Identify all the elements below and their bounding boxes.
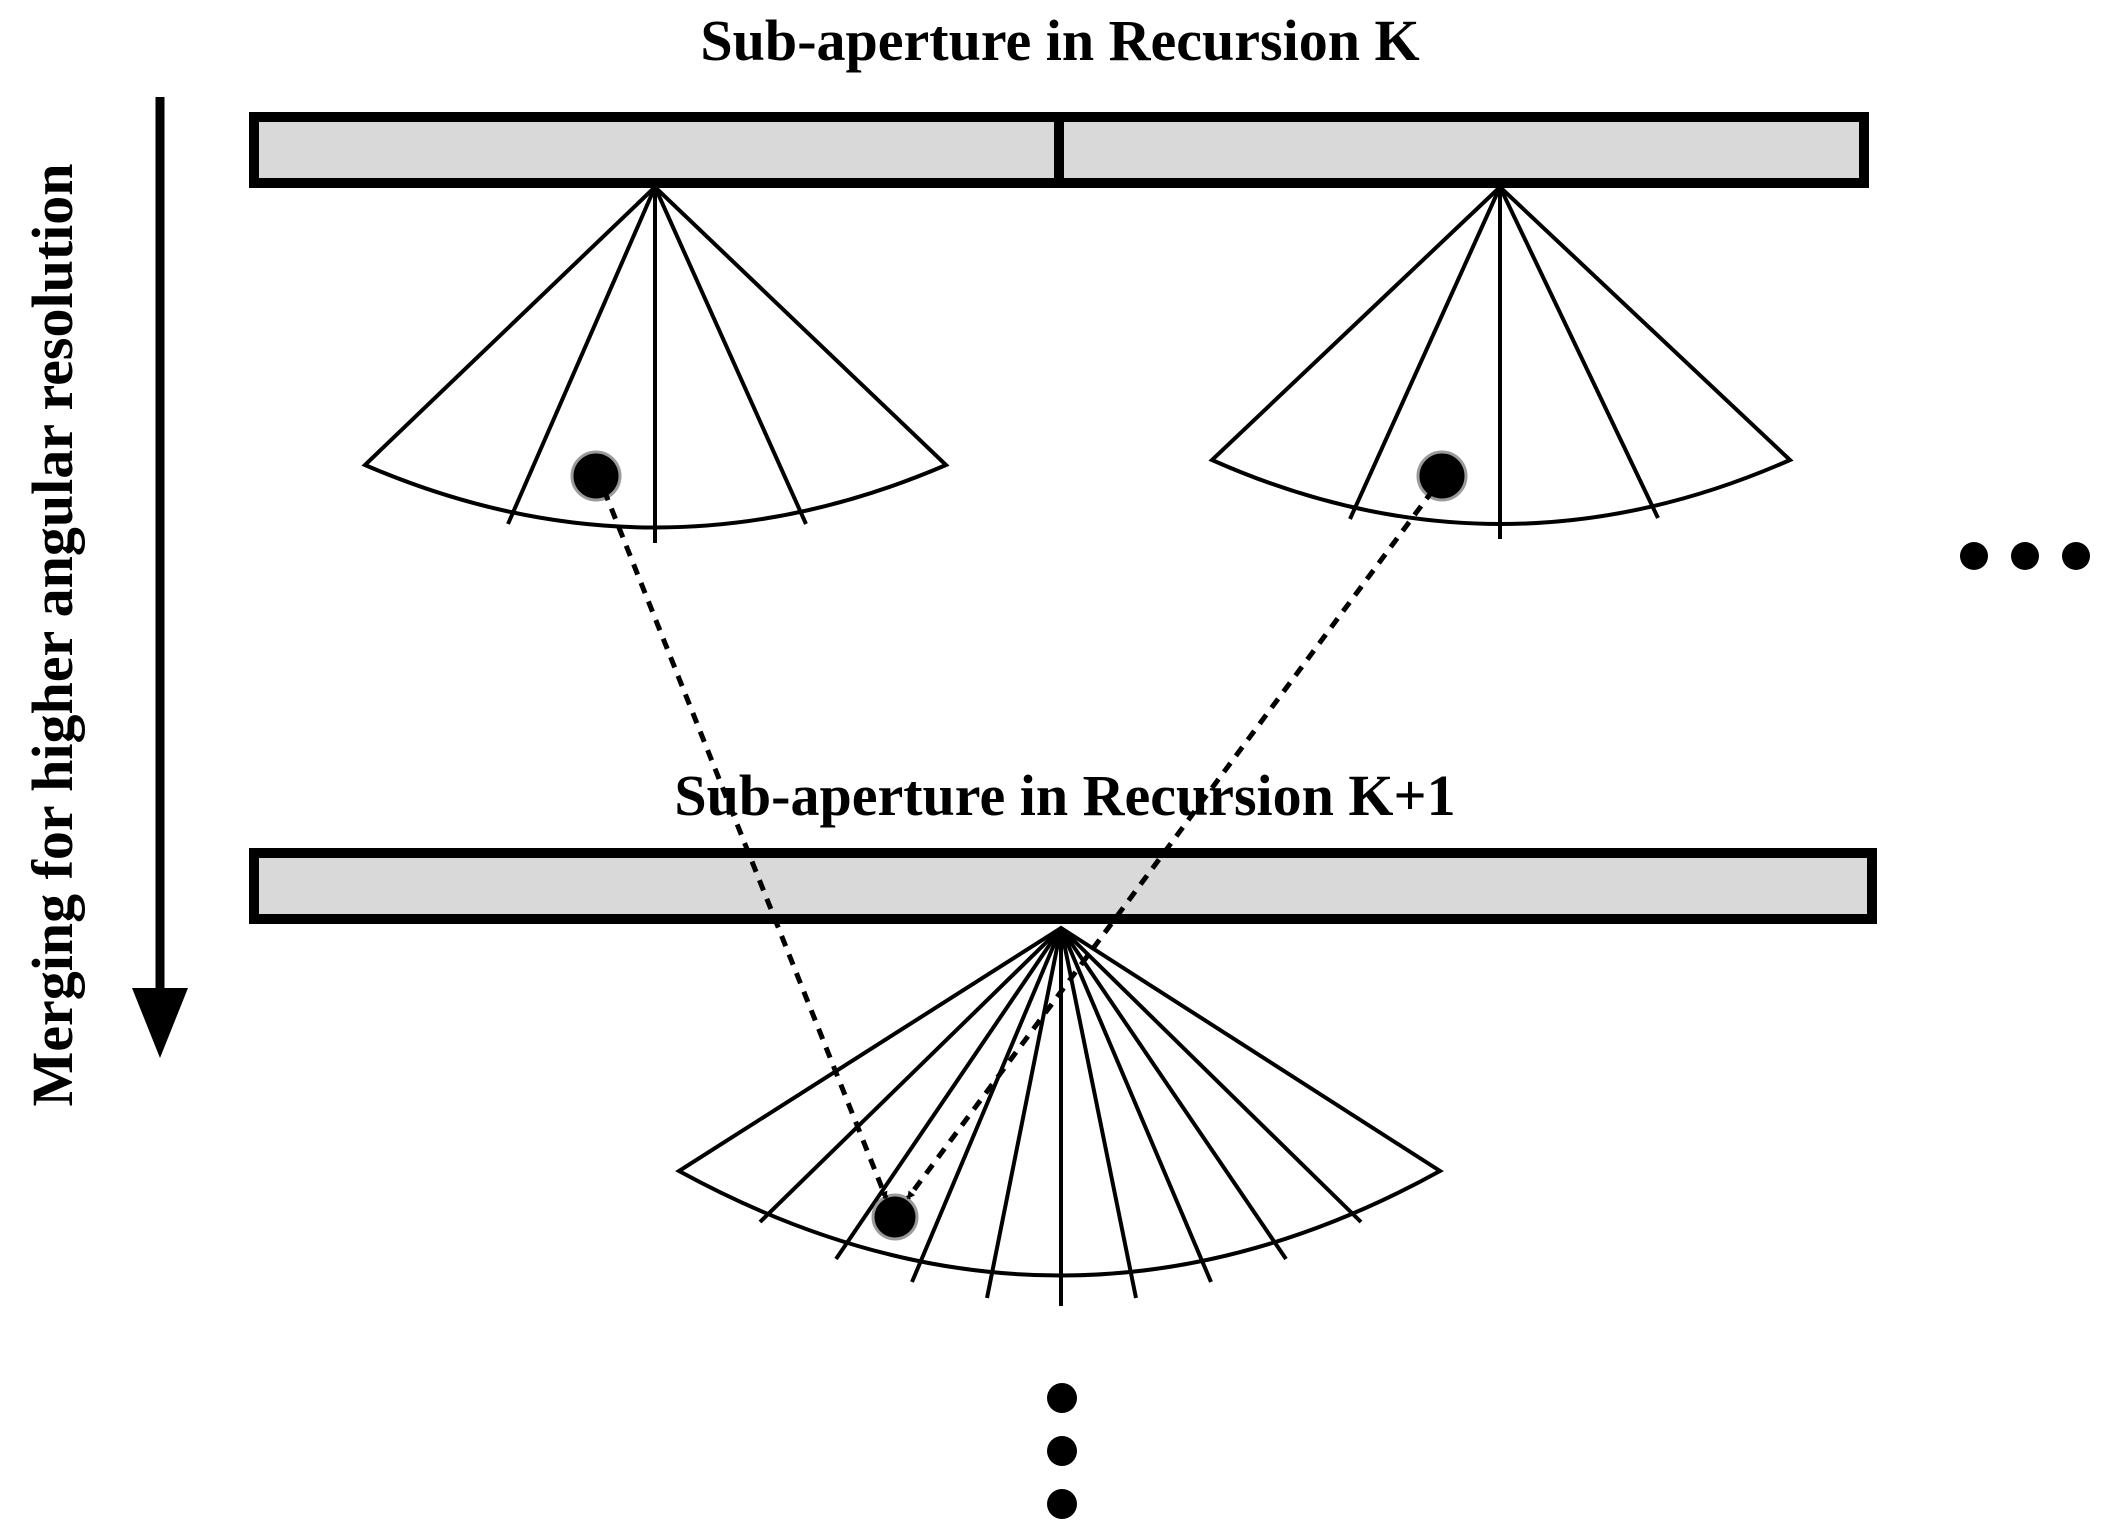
horizontal-ellipsis bbox=[1960, 542, 2090, 570]
merge-direction-arrow bbox=[132, 97, 188, 1058]
fan-left-ray bbox=[653, 186, 808, 525]
ellipsis-dot bbox=[1960, 542, 1988, 570]
fan-bottom-ray bbox=[910, 927, 1063, 1283]
recursion-k-plus-1-title: Sub-aperture in Recursion K+1 bbox=[674, 763, 1455, 828]
fan-bottom-ray bbox=[985, 927, 1063, 1299]
merge-direction-label: Merging for higher angular resolution bbox=[20, 163, 85, 1106]
merge-direction-arrowhead bbox=[132, 988, 188, 1058]
fan-right-ray bbox=[1498, 186, 1660, 519]
ellipsis-dot bbox=[1047, 1489, 1077, 1519]
merge-link-left bbox=[601, 489, 889, 1200]
recursion-k-title: Sub-aperture in Recursion K bbox=[700, 8, 1419, 73]
recursion-k-plus-1-aperture-bar bbox=[249, 848, 1877, 924]
fan-right-ray bbox=[1348, 186, 1502, 520]
fan-bottom-ray bbox=[1059, 926, 1363, 1224]
merge-link-right bbox=[905, 488, 1436, 1200]
fan-left-ray bbox=[506, 186, 657, 525]
fan-left-target-point bbox=[570, 450, 622, 502]
ellipsis-dot bbox=[1047, 1383, 1077, 1413]
recursion-k-fan-right bbox=[1208, 184, 1794, 539]
recursion-k-aperture-bar bbox=[249, 112, 1869, 188]
fan-bottom-target-point bbox=[871, 1193, 919, 1241]
fan-bottom-ray bbox=[1059, 927, 1213, 1283]
fan-bottom-ray bbox=[834, 926, 1063, 1261]
recursion-k-fan-left bbox=[361, 184, 950, 543]
fan-bottom-ray bbox=[758, 926, 1063, 1224]
fan-right-target-point bbox=[1416, 450, 1468, 502]
recursion-k-plus-1-fan bbox=[675, 925, 1444, 1306]
ellipsis-dot bbox=[2062, 542, 2090, 570]
fan-bottom-ray bbox=[1059, 927, 1138, 1299]
fan-bottom-ray bbox=[1059, 926, 1288, 1261]
vertical-ellipsis bbox=[1047, 1383, 1077, 1519]
ellipsis-dot bbox=[2011, 542, 2039, 570]
ellipsis-dot bbox=[1047, 1436, 1077, 1466]
